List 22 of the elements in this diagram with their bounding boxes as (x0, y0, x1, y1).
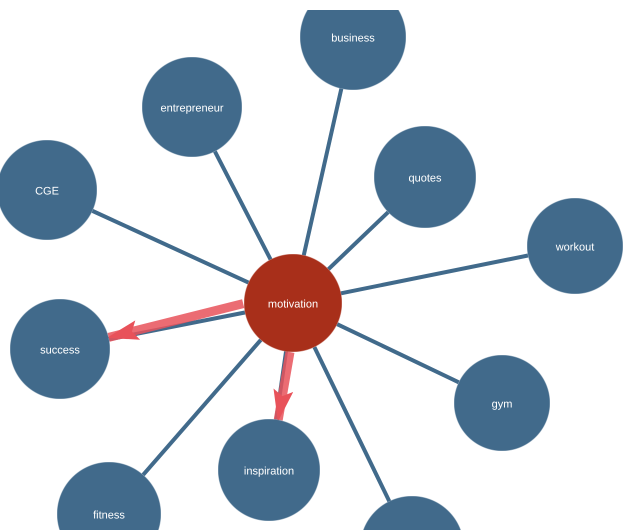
node-label: success (40, 344, 80, 358)
connector-line (302, 88, 344, 256)
node-label: gym (492, 398, 512, 412)
node-label: workout (556, 241, 594, 255)
node-label: CGE (35, 185, 59, 199)
node-label: quotes (408, 172, 442, 186)
connector-line (340, 254, 528, 296)
topic-node (57, 462, 161, 530)
node-label: business (331, 32, 375, 46)
node-label: fitness (93, 509, 125, 523)
connector-line (327, 210, 390, 271)
node-label: entrepreneur (160, 102, 224, 116)
connector-line (336, 322, 460, 384)
connector-line (213, 150, 272, 260)
highlight-arrow (274, 351, 294, 422)
highlight-arrow (106, 299, 244, 342)
connector-line (312, 346, 392, 502)
connector-line (142, 338, 262, 476)
node-label: motivation (268, 298, 318, 312)
connector-line (92, 209, 250, 284)
central-node (244, 254, 342, 352)
node-label: inspiration (244, 465, 294, 479)
